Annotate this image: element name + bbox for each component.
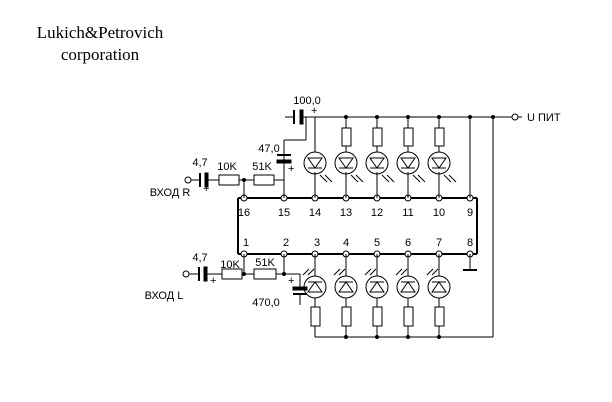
pin-label: 3 bbox=[314, 237, 320, 249]
plus-sign: + bbox=[311, 105, 317, 117]
pin-label: 4 bbox=[343, 237, 349, 249]
pin-label: 12 bbox=[371, 207, 383, 219]
led-icon bbox=[303, 151, 333, 183]
led-icon bbox=[333, 268, 358, 299]
pin-label: 7 bbox=[436, 237, 442, 249]
led-icon bbox=[364, 268, 389, 299]
input-r-cap-value: 4,7 bbox=[192, 157, 207, 169]
led-icon bbox=[395, 268, 420, 299]
led-icon bbox=[396, 151, 426, 183]
top-led-chain bbox=[314, 117, 445, 198]
plus-sign: + bbox=[288, 163, 294, 175]
supply-terminal bbox=[511, 113, 519, 121]
led-icon bbox=[427, 151, 457, 183]
pin-label: 11 bbox=[402, 207, 413, 219]
plus-sign: + bbox=[288, 275, 294, 287]
filter-l-cap-value: 470,0 bbox=[252, 297, 280, 309]
pin-label: 13 bbox=[340, 207, 352, 219]
input-l-terminal bbox=[182, 270, 190, 278]
pin-label: 8 bbox=[467, 237, 473, 249]
company-name: Lukich&Petrovich bbox=[37, 23, 164, 42]
resistor-r2-value: 51K bbox=[252, 161, 272, 173]
resistor-l1-value: 10K bbox=[220, 259, 240, 271]
bottom-leds bbox=[302, 268, 451, 299]
pin-label: 6 bbox=[405, 237, 411, 249]
resistor-l2-value: 51K bbox=[255, 257, 275, 269]
supply-cap-value: 100,0 bbox=[293, 95, 321, 107]
pin-label: 16 bbox=[238, 207, 250, 219]
top-leds bbox=[303, 151, 457, 183]
plus-sign: + bbox=[210, 275, 216, 287]
led-icon bbox=[302, 268, 327, 299]
company-subtitle: corporation bbox=[61, 45, 140, 64]
pin-label: 14 bbox=[309, 207, 321, 219]
supply-capacitor: 100,0 + bbox=[285, 95, 321, 125]
pin-label: 5 bbox=[374, 237, 380, 249]
pin-label: 1 bbox=[243, 237, 249, 249]
pin-label: 2 bbox=[283, 237, 289, 249]
pin-label: 10 bbox=[433, 207, 445, 219]
pin-label: 15 bbox=[278, 207, 290, 219]
input-l-circuit: 4,7 + 10K 51K + 470,0 ВХОД L bbox=[145, 252, 308, 309]
plus-sign: + bbox=[203, 183, 209, 195]
input-l-cap-value: 4,7 bbox=[192, 252, 207, 264]
input-l-label: ВХОД L bbox=[145, 290, 184, 302]
led-icon bbox=[365, 151, 395, 183]
input-r-terminal bbox=[184, 176, 192, 184]
input-r-circuit: 4,7 + 10K 51K 47,0 + ВХОД R bbox=[150, 117, 307, 199]
filter-r-cap-value: 47,0 bbox=[258, 143, 279, 155]
bottom-led-chain bbox=[310, 254, 445, 339]
led-icon bbox=[426, 268, 451, 299]
resistor-r1-value: 10K bbox=[217, 161, 237, 173]
input-r-label: ВХОД R bbox=[150, 187, 191, 199]
pin-label: 9 bbox=[467, 207, 473, 219]
supply-label: U ПИТ bbox=[527, 112, 561, 124]
led-icon bbox=[334, 151, 364, 183]
